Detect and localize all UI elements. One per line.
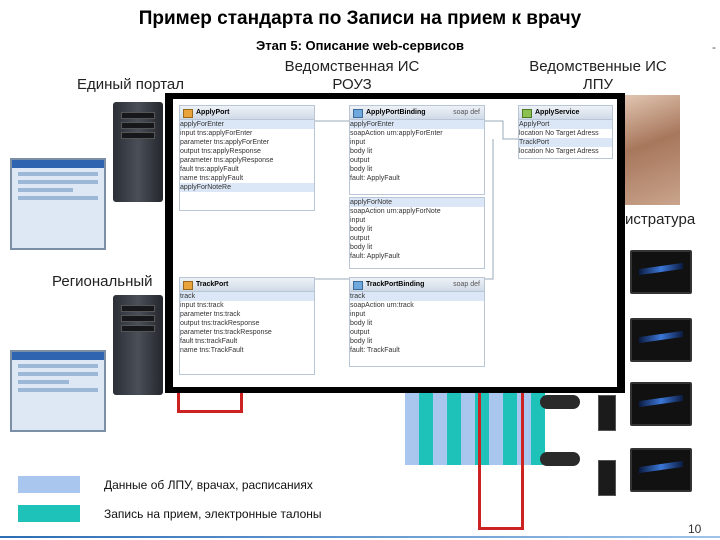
header-lpu: Ведомственные ИС ЛПУ [529,58,667,93]
binding-line: body lit [350,244,373,251]
portal-server-image [113,102,163,202]
message-line: parameter tns:trackResponse [180,329,272,336]
message-line: parameter tns:applyResponse [180,157,274,164]
binding-line: soapAction urn:applyForNote [350,208,441,215]
phone-icon [540,452,580,466]
track-port-panel[interactable]: TrackPort track input tns:track paramete… [179,277,315,375]
binding-line: fault: TrackFault [350,347,400,354]
binding-line: body lit [350,226,373,233]
binding-line: output [350,235,370,242]
binding-tag: soap def [453,109,480,116]
binding-line: input [350,217,366,224]
message-line: output tns:applyResponse [180,148,261,155]
label-regional: Региональный [52,273,153,290]
apply-service-panel[interactable]: ApplyService ApplyPort location No Targe… [518,105,613,159]
portal-screenshot-image [10,158,106,250]
binding-line: input [350,139,366,146]
footer-rule [0,536,720,538]
header-rouz: Ведомственная ИС РОУЗ [284,58,420,93]
monitor-icon [630,448,692,492]
message-line: parameter tns:applyForEnter [180,139,270,146]
apply-binding-panel[interactable]: ApplyPortBinding soap def applyForEnter s… [349,105,485,195]
legend-swatch-directory [18,476,80,493]
monitor-icon [630,250,692,294]
message-line: fault tns:trackFault [180,338,238,345]
panel-title: TrackPortBinding [366,281,425,288]
pc-tower-icon [598,460,616,496]
track-binding-panel[interactable]: TrackPortBinding soap def track soapActio… [349,277,485,367]
legend-label-appointments: Запись на прием, электронные талоны [104,507,322,521]
registry-photo [620,95,680,205]
wsdl-connectors [313,120,518,280]
data-flow-stripes [405,385,545,465]
phone-icon [540,395,580,409]
operation-line: applyForEnter [350,120,484,129]
port-line: ApplyPort [519,120,612,129]
apply-port-panel[interactable]: ApplyPort applyForEnter input tns:applyF… [179,105,315,211]
port-type-icon [183,109,193,118]
message-line: name tns:applyFault [180,175,244,182]
message-line: input tns:applyForEnter [180,130,253,137]
monitor-icon [630,382,692,426]
label-registry: истратура [625,211,696,228]
port-line: TrackPort [519,138,612,147]
legend-label-directory: Данные об ЛПУ, врачах, расписаниях [104,478,313,492]
binding-line: fault: ApplyFault [350,175,400,182]
page-number: 10 [688,522,702,536]
binding-line: body lit [350,320,373,327]
binding-line: soapAction urn:applyForEnter [350,130,443,137]
wsdl-diagram-canvas: ApplyPort applyForEnter input tns:applyF… [173,99,617,387]
message-line: fault tns:applyFault [180,166,239,173]
binding-line: input [350,311,366,318]
binding-icon [353,281,363,290]
binding-line: body lit [350,148,373,155]
operation-line: track [350,292,484,301]
red-connector-right [478,385,524,530]
legend-swatch-appointments [18,505,80,522]
port-type-icon [183,281,193,290]
panel-title: TrackPort [196,281,229,288]
binding-icon [353,109,363,118]
monitor-icon [630,318,692,362]
panel-title: ApplyPort [196,109,230,116]
operation-line: applyForEnter [180,120,314,129]
label-portal: Единый портал [77,76,185,93]
binding-line: output [350,157,370,164]
binding-line: body lit [350,338,373,345]
pc-tower-icon [598,395,616,431]
message-line: input tns:track [180,302,224,309]
slide-title: Пример стандарта по Записи на прием к вр… [138,8,582,29]
location-line: location No Target Adress [519,148,599,155]
dash-mark: - [712,40,716,54]
binding-line: body lit [350,166,373,173]
regional-server-image [113,295,163,395]
message-line: output tns:trackResponse [180,320,260,327]
operation-line: track [180,292,314,301]
binding-line: fault: ApplyFault [350,253,400,260]
operation-line: applyForNoteRe [180,183,314,192]
binding-line: output [350,329,370,336]
panel-title: ApplyService [535,109,580,116]
regional-screenshot-image [10,350,106,432]
apply-binding-operation-panel[interactable]: applyForNote soapAction urn:applyForNote… [349,197,485,269]
panel-title: ApplyPortBinding [366,109,426,116]
operation-line: applyForNote [350,198,484,207]
message-line: parameter tns:track [180,311,241,318]
message-line: name tns:TrackFault [180,347,244,354]
service-icon [522,109,532,118]
wsdl-diagram-popup: ApplyPort applyForEnter input tns:applyF… [165,93,625,393]
location-line: location No Target Adress [519,130,599,137]
binding-tag: soap def [453,281,480,288]
slide-subtitle: Этап 5: Описание web-сервисов [256,38,464,53]
binding-line: soapAction urn:track [350,302,414,309]
